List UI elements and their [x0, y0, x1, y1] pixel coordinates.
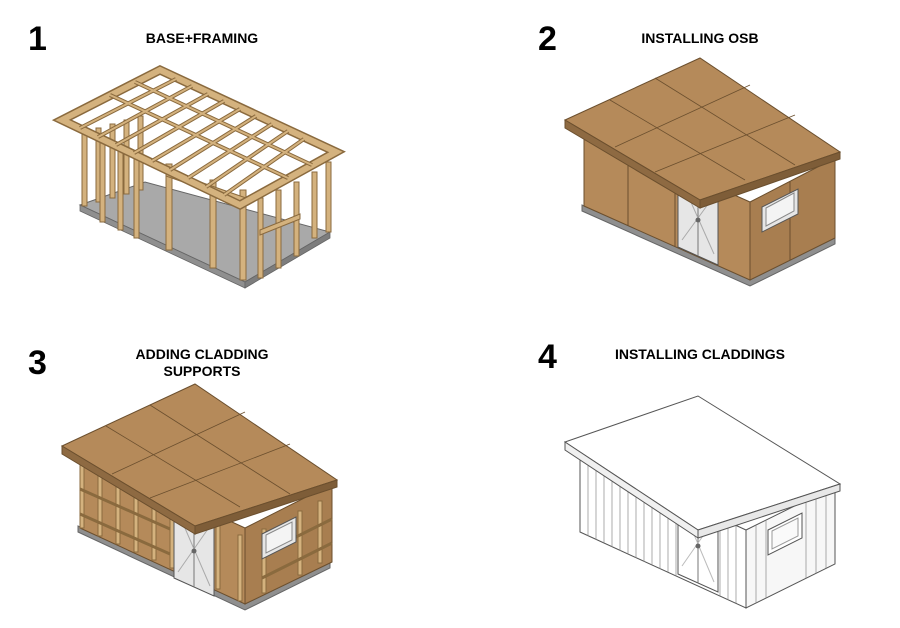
shed-osb-illustration: [563, 57, 842, 287]
step-number: 4: [538, 338, 557, 376]
step-number: 3: [28, 344, 47, 382]
shed-cladding-supports-illustration: [60, 383, 339, 611]
step-title: INSTALLING OSB: [641, 30, 759, 46]
step-panel-4: 4 INSTALLING CLADDINGS: [450, 314, 900, 628]
step-number: 1: [28, 20, 47, 58]
step-panel-1: 1 BASE+FRAMING: [0, 0, 450, 314]
step-title: INSTALLING CLADDINGS: [614, 346, 786, 362]
step-title: BASE+FRAMING: [145, 30, 259, 46]
step-panel-2: 2 INSTALLING OSB: [450, 0, 900, 314]
step-number: 2: [538, 20, 557, 58]
step-panel-3: 3 ADDING CLADDING SUPPORTS: [0, 314, 450, 628]
step-title: ADDING CLADDING SUPPORTS: [135, 346, 269, 379]
shed-framing-illustration: [51, 64, 346, 289]
shed-cladding-illustration: [563, 395, 842, 609]
